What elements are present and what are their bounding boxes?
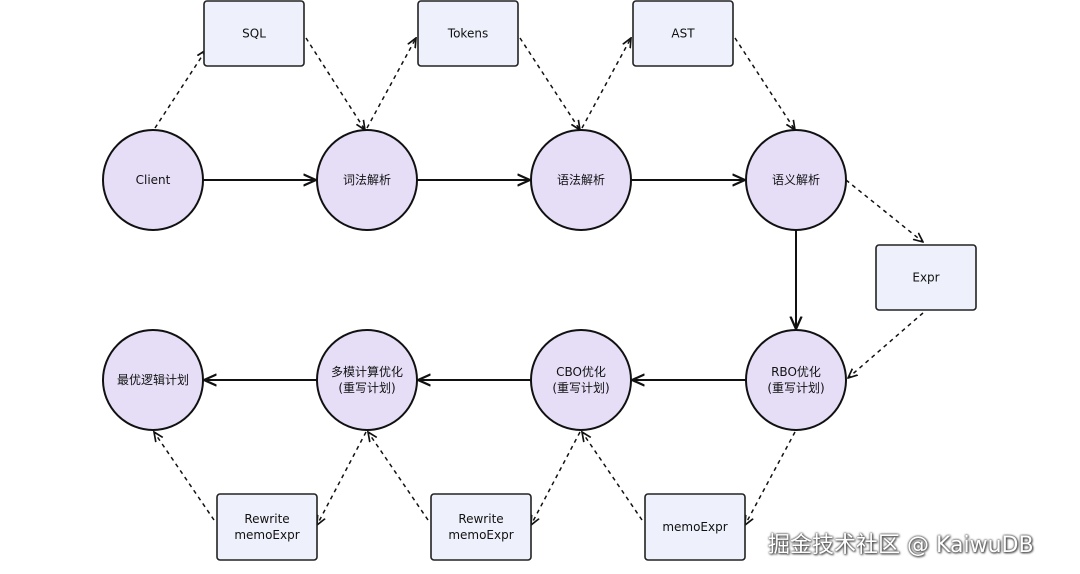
node-ast: AST [632,0,734,67]
node-multimodel-circle [316,329,418,431]
node-best-label: 最优逻辑计划 [117,373,189,387]
node-client-circle [102,129,204,231]
node-rbo-circle [745,329,847,431]
edge-lexical-to-tokens [366,38,416,129]
node-cbo: CBO优化 (重写计划) [530,329,632,431]
node-memo-multi-box [216,493,318,561]
node-memo-rbo: memoExpr [644,493,746,561]
node-rbo-label: RBO优化 [771,365,821,379]
node-syntax-circle [530,129,632,231]
node-lexical: 词法解析 [316,129,418,231]
edge-memo_multi-to-best [154,432,215,521]
node-semantic: 语义解析 [745,129,847,231]
edges-layer [154,38,923,525]
edge-semantic-to-expr [845,179,923,242]
edge-rbo-to-memo_rbo [745,431,796,525]
edge-memo_rbo-to-cbo [582,432,643,521]
node-tokens-box [417,0,519,67]
node-multimodel: 多模计算优化 (重写计划) [316,329,418,431]
node-ast-label: AST [671,27,695,41]
node-best: 最优逻辑计划 [102,329,204,431]
edge-expr-to-rbo [848,312,924,378]
node-client-label: Client [136,173,171,187]
node-best-circle [102,329,204,431]
node-ast-box [632,0,734,67]
node-multimodel-label: (重写计划) [338,381,395,395]
edge-tokens-to-syntax [519,37,580,130]
node-sql-box [203,0,305,67]
node-cbo-label: (重写计划) [552,381,609,395]
edge-syntax-to-ast [581,38,631,129]
node-memo-rbo-label: memoExpr [662,520,727,534]
node-expr-label: Expr [912,271,939,285]
node-memo-multi-label: memoExpr [234,528,299,542]
node-cbo-label: CBO优化 [556,365,606,379]
node-syntax-label: 语法解析 [557,173,605,187]
node-lexical-circle [316,129,418,231]
nodes-layer: Client 词法解析 语法解析 语义解析 RBO优化 (重写计划) CBO优化 (重写计划)… [102,0,977,561]
node-sql: SQL [203,0,305,67]
node-lexical-label: 词法解析 [343,173,391,187]
edge-cbo-to-memo_cbo [531,431,581,525]
node-memo-multi: Rewrite memoExpr [216,493,318,561]
node-multimodel-label: 多模计算优化 [331,364,403,379]
watermark-text: 掘金技术社区 @ KaiwuDB [768,533,1034,558]
node-memo-rbo-box [644,493,746,561]
node-expr-box [875,244,977,311]
edge-client-to-sql [154,50,206,129]
node-rbo-label: (重写计划) [767,381,824,395]
node-cbo-circle [530,329,632,431]
edge-multimodel-to-memo_multi [317,431,367,525]
node-memo-cbo-label: memoExpr [448,528,513,542]
node-expr: Expr [875,244,977,311]
edge-memo_cbo-to-multimodel [368,432,429,521]
node-semantic-circle [745,129,847,231]
node-rbo: RBO优化 (重写计划) [745,329,847,431]
node-memo-multi-label: Rewrite [244,512,289,526]
node-tokens-label: Tokens [447,27,488,41]
node-client: Client [102,129,204,231]
node-memo-cbo-box [430,493,532,561]
node-semantic-label: 语义解析 [772,173,820,187]
node-tokens: Tokens [417,0,519,67]
node-memo-cbo-label: Rewrite [458,512,503,526]
edge-ast-to-semantic [734,37,795,130]
node-sql-label: SQL [242,27,266,41]
node-syntax: 语法解析 [530,129,632,231]
edge-sql-to-lexical [305,37,365,130]
node-memo-cbo: Rewrite memoExpr [430,493,532,561]
